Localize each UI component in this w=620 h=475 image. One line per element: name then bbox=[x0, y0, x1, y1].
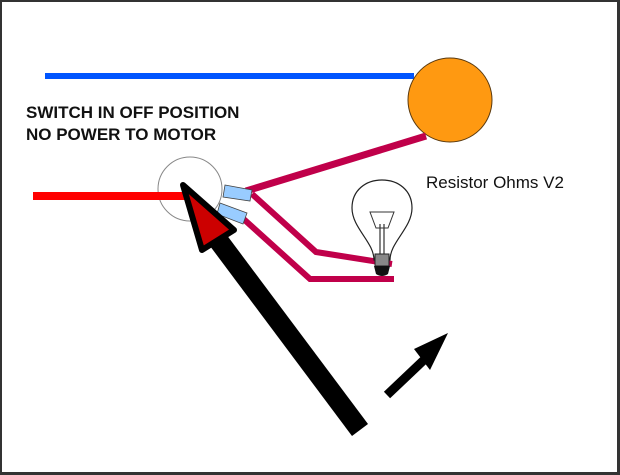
direction-arrow-head bbox=[414, 333, 448, 370]
status-line-2: NO POWER TO MOTOR bbox=[26, 125, 217, 144]
bulb-label: Resistor Ohms V2 bbox=[426, 173, 564, 192]
switch-lever-head bbox=[180, 182, 237, 253]
motor-wire bbox=[244, 132, 428, 195]
switch-contact-2 bbox=[216, 202, 248, 225]
switch-status-text: SWITCH IN OFF POSITION NO POWER TO MOTOR bbox=[26, 102, 239, 146]
light-bulb-icon bbox=[351, 179, 413, 276]
status-line-1: SWITCH IN OFF POSITION bbox=[26, 103, 240, 122]
switch-contact-1 bbox=[222, 184, 253, 202]
bulb-wire-upper bbox=[249, 191, 393, 267]
switch-lever-shaft bbox=[203, 226, 369, 436]
bulb-wire-lower bbox=[235, 211, 394, 282]
motor-icon bbox=[407, 57, 493, 143]
direction-arrow-shaft bbox=[383, 354, 430, 399]
